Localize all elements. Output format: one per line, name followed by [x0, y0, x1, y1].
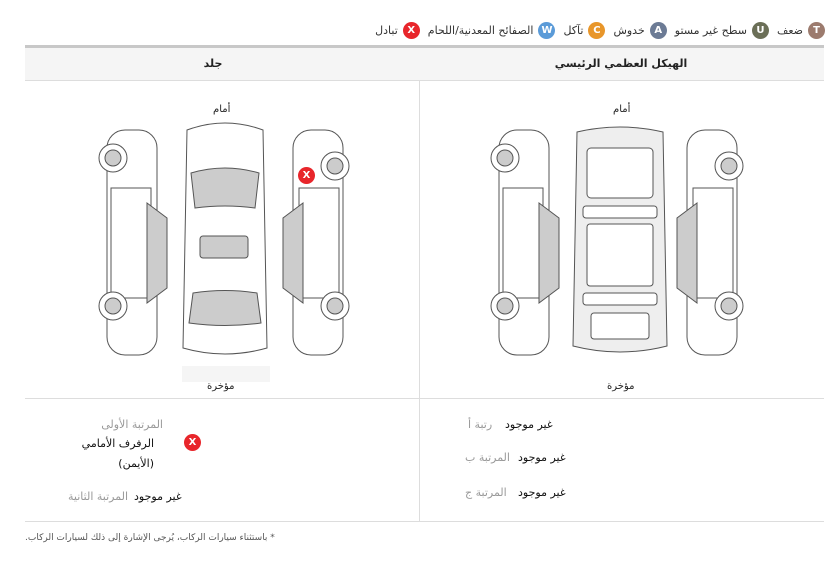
row-divider	[25, 398, 824, 399]
legend-label: الصفائح المعدنية/اللحام	[427, 24, 534, 37]
rankC-label: المرتبة ج	[465, 486, 507, 499]
rankC-value: غير موجود	[518, 486, 566, 499]
footnote: * باستثناء سيارات الركاب، يُرجى الإشارة …	[25, 533, 275, 543]
legend-label: ضعف	[776, 24, 803, 37]
legend-badge-x: X	[402, 22, 420, 39]
column-divider	[419, 80, 420, 521]
legend-badge-w: W	[538, 22, 556, 39]
section-header: جلد الهيكل العظمي الرئيسي	[25, 48, 824, 81]
leather-rear-label: مؤخرة	[207, 381, 235, 392]
legend-label: خدوش	[613, 24, 645, 37]
frame-car-diagram	[490, 126, 744, 356]
bottom-divider	[25, 521, 824, 522]
rankB-label: المرتبة ب	[465, 451, 510, 464]
legend-item-corrosion: C تآكل	[563, 22, 606, 39]
legend-badge-t: T	[808, 22, 825, 39]
leather-front-label: أمام	[213, 104, 231, 115]
rankA-label: رتبة أ	[468, 418, 493, 431]
top-view	[182, 122, 268, 355]
frame-title: الهيكل العظمي الرئيسي	[554, 57, 688, 70]
leather-title: جلد	[203, 57, 223, 70]
legend-badge-u: U	[751, 22, 769, 39]
legend-badge-c: C	[588, 22, 606, 39]
rear-bumper-area	[182, 366, 270, 382]
right-side-view	[676, 129, 744, 356]
rank1-label: المرتبة الأولى	[101, 418, 163, 431]
legend-item-welding: W الصفائح المعدنية/اللحام	[428, 22, 556, 39]
rank1-item: الرفرف الأمامي (الأيمن)	[81, 437, 154, 470]
right-side-view	[282, 129, 350, 356]
legend-badge-a: A	[649, 22, 667, 39]
frame-front-label: أمام	[613, 104, 631, 115]
left-side-view	[490, 129, 560, 356]
frame-rear-label: مؤخرة	[607, 381, 635, 392]
leather-car-diagram	[98, 122, 350, 356]
rankB-value: غير موجود	[518, 451, 566, 464]
divider-bar	[25, 45, 824, 48]
rank1-exchange-badge: X	[184, 434, 201, 451]
legend-item-exchange: X تبادل	[375, 22, 420, 39]
legend-item-weakness: T ضعف	[777, 22, 825, 39]
damage-marker-exchange[interactable]: X	[298, 167, 315, 184]
left-side-view	[98, 129, 168, 356]
rankA-value: غير موجود	[505, 418, 553, 431]
legend-item-uneven: U سطح غير مستو	[675, 22, 769, 39]
frame-top-view	[572, 126, 668, 353]
damage-legend: T ضعف U سطح غير مستو A خدوش C تآكل W الصفائح …	[375, 22, 825, 39]
legend-item-scratch: A خدوش	[613, 22, 667, 39]
rank2-label: المرتبة الثانية	[68, 490, 128, 503]
legend-label: سطح غير مستو	[674, 24, 747, 37]
rank2-value: غير موجود	[134, 490, 182, 503]
legend-label: تآكل	[563, 24, 584, 37]
legend-label: تبادل	[375, 24, 398, 37]
